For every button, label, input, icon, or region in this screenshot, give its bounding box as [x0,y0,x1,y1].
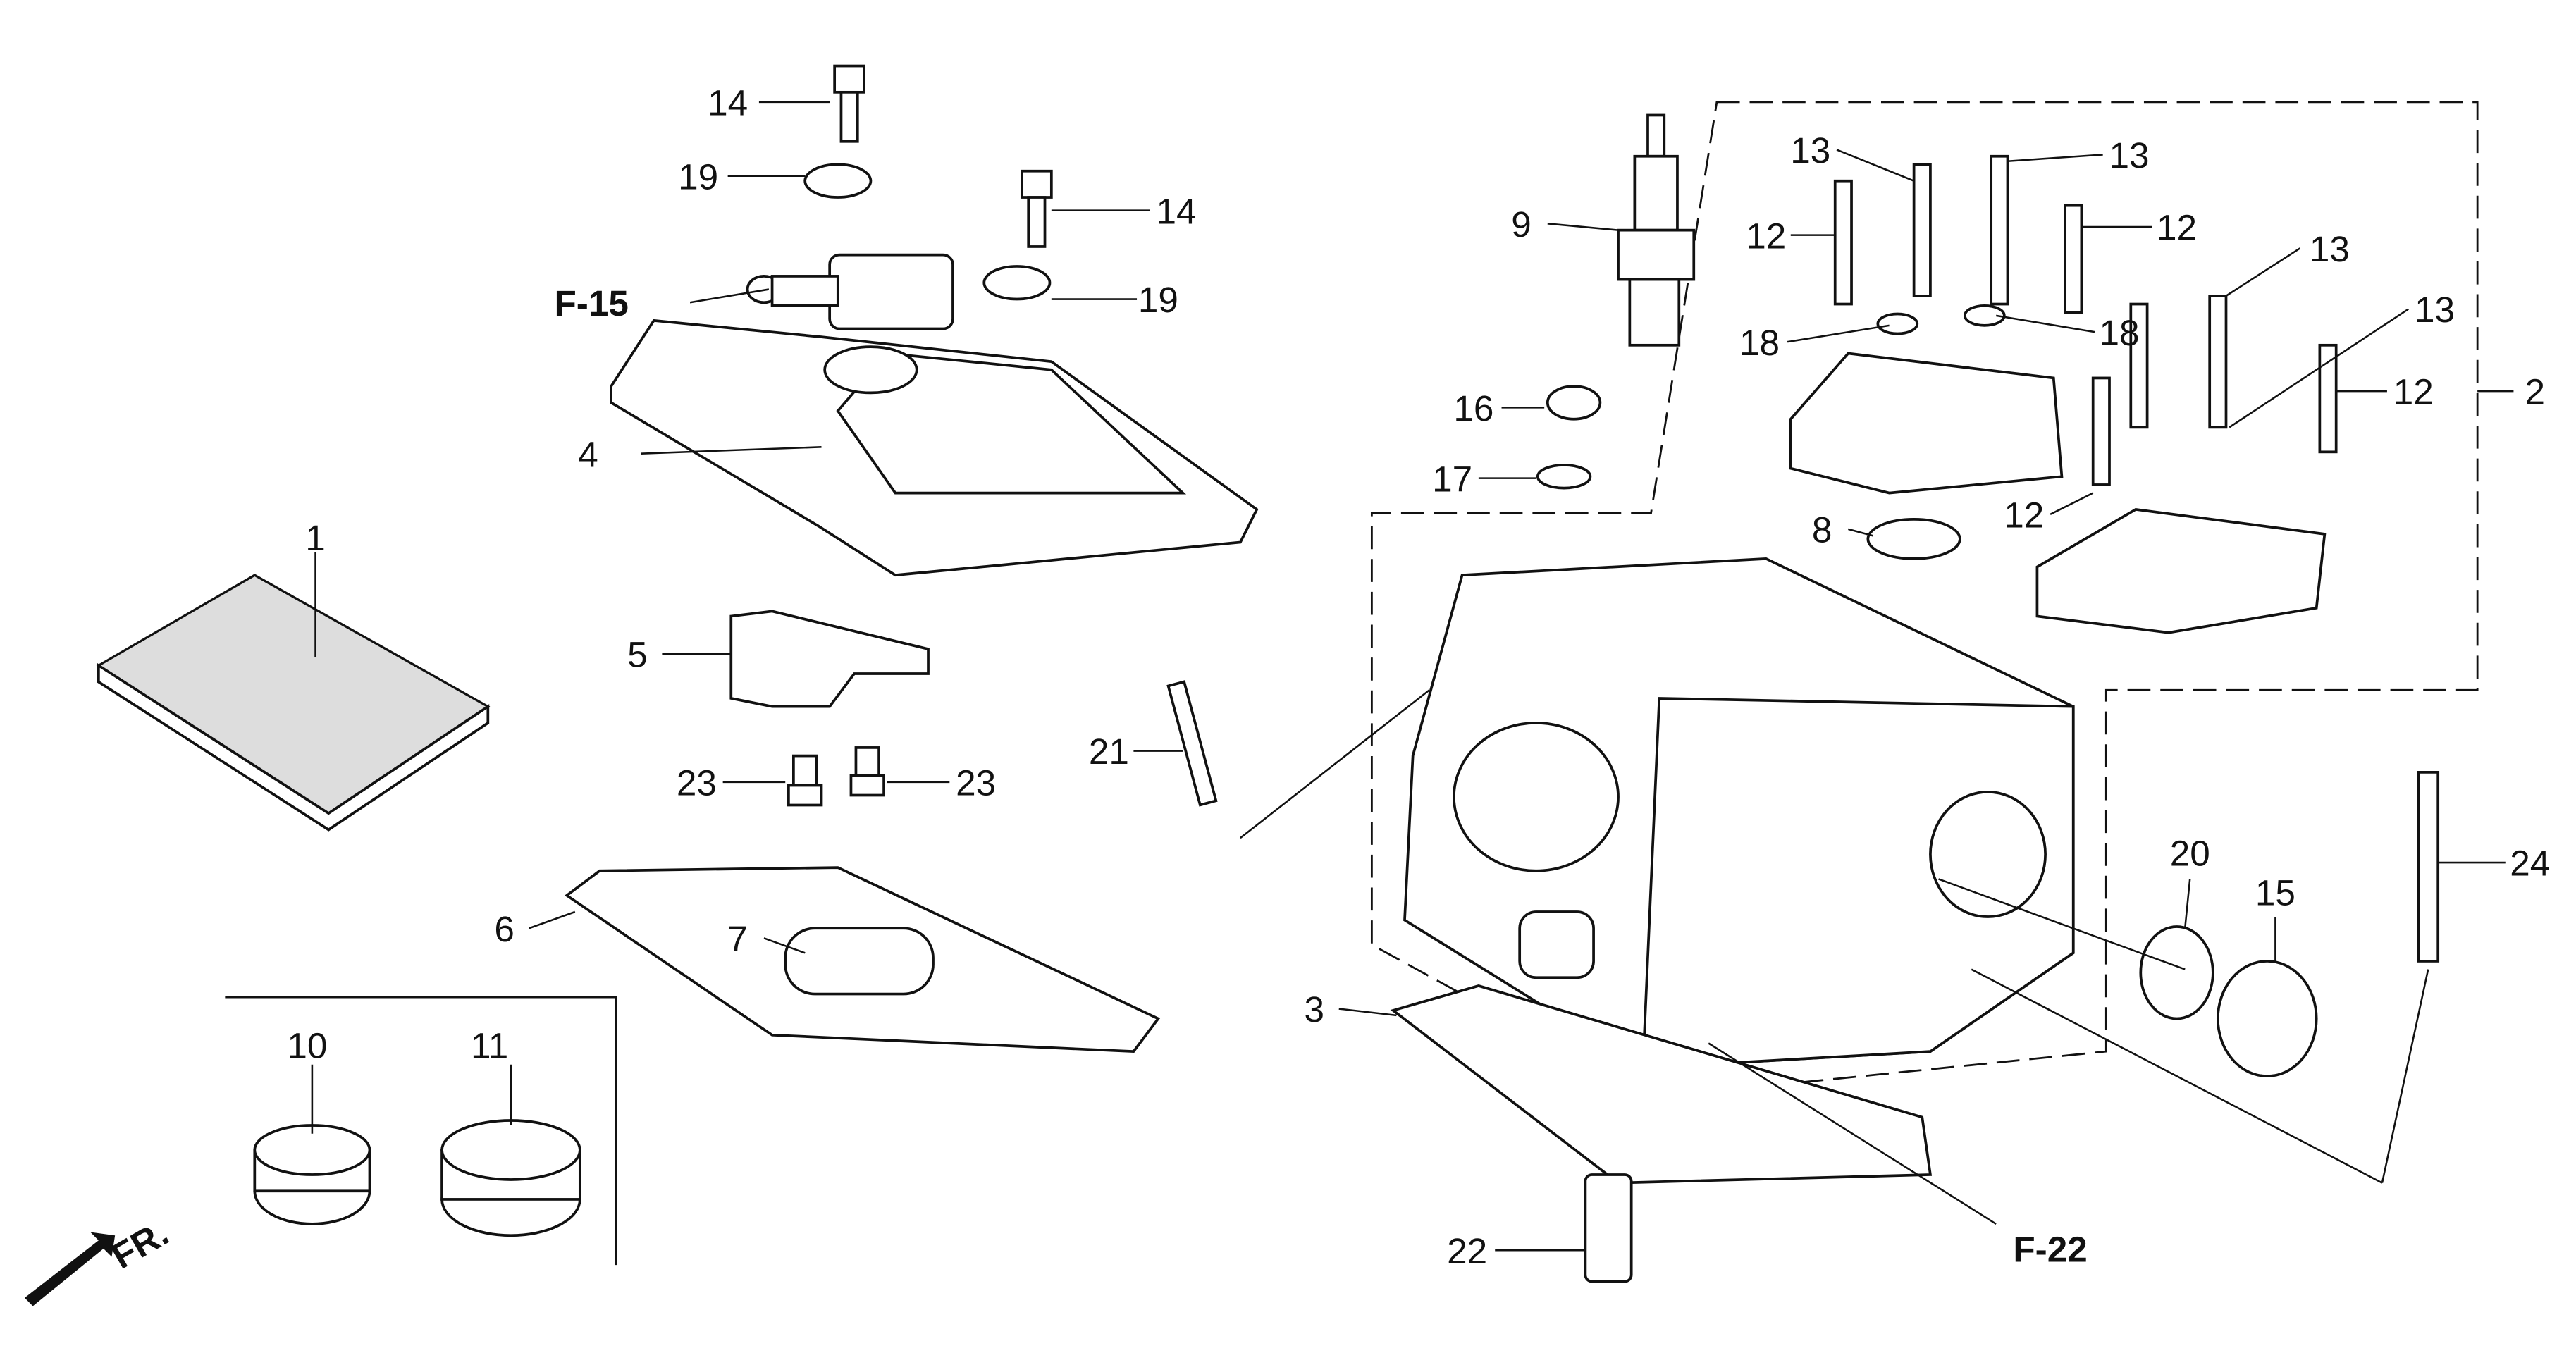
part-callout: 16 [1453,388,1493,428]
f-22-reference[interactable]: F-22 [2013,1230,2087,1270]
head-gasket-3 [1390,984,1933,1185]
part-callout: 18 [2099,313,2139,353]
part-callout: 8 [1812,510,1832,550]
part-callout: 6 [494,909,514,949]
part-callout: 23 [677,763,717,803]
seal-caps [253,1119,581,1237]
part-callout: 20 [2170,834,2210,874]
part-callout: 13 [2310,229,2350,269]
part-callout: 10 [287,1025,327,1065]
owner-manual-part [96,574,491,832]
part-callout: 21 [1089,731,1129,772]
spark-plug [1617,113,1696,347]
dowel-22 [1584,1173,1633,1283]
part-callout: 1 [305,518,326,558]
cylinder-head [1403,557,2075,1070]
part-callout: 19 [1138,280,1178,320]
part-callout: 15 [2255,873,2295,913]
part-callout: 12 [2157,208,2197,248]
part-callout: 2 [2525,372,2545,412]
cam-holder-upper [1789,352,2064,495]
plug-15 [2216,960,2318,1077]
part-callout: 12 [1746,216,1786,256]
part-callout: 13 [2415,290,2455,330]
part-callout: 17 [1432,459,1472,499]
o-ring-8 [1866,518,1961,560]
part-callout: 3 [1305,989,1325,1030]
part-callout: 12 [2393,372,2434,412]
option-box [225,996,617,1266]
o-ring-20 [2139,925,2214,1020]
bracket-part [729,610,930,708]
part-callout: 19 [678,156,718,197]
part-callout: 14 [708,82,748,123]
part-callout: 22 [1447,1231,1487,1271]
stud-21 [1166,680,1218,807]
small-hardware [787,64,1053,807]
leader-lines [311,101,2514,1252]
part-callout: 13 [2109,135,2149,175]
front-arrow: FR. [24,1213,175,1306]
part-callout: 11 [471,1025,508,1065]
cam-holder-lower [2035,507,2327,634]
part-callout: 13 [1790,130,1830,171]
plug-hole-seal-part [784,927,935,996]
part-callout: 14 [1156,191,1196,231]
bolt-24 [2417,771,2440,963]
front-indicator-label: FR. [105,1213,175,1277]
part-callout: 23 [956,763,996,803]
assembly-boundary-2 [1370,101,2479,1099]
part-callout: 18 [1739,323,1780,363]
part-callout: 9 [1511,204,1532,245]
part-callout: 5 [627,635,648,675]
part-callout: 4 [578,434,598,474]
nut-16 [1546,385,1602,421]
part-callout: 12 [2004,495,2044,536]
f-15-reference[interactable]: F-15 [554,283,628,323]
washer-17 [1536,464,1592,490]
part-callout: 24 [2510,843,2550,884]
part-callout: 7 [727,919,748,959]
holder-bolts [1833,154,2338,486]
